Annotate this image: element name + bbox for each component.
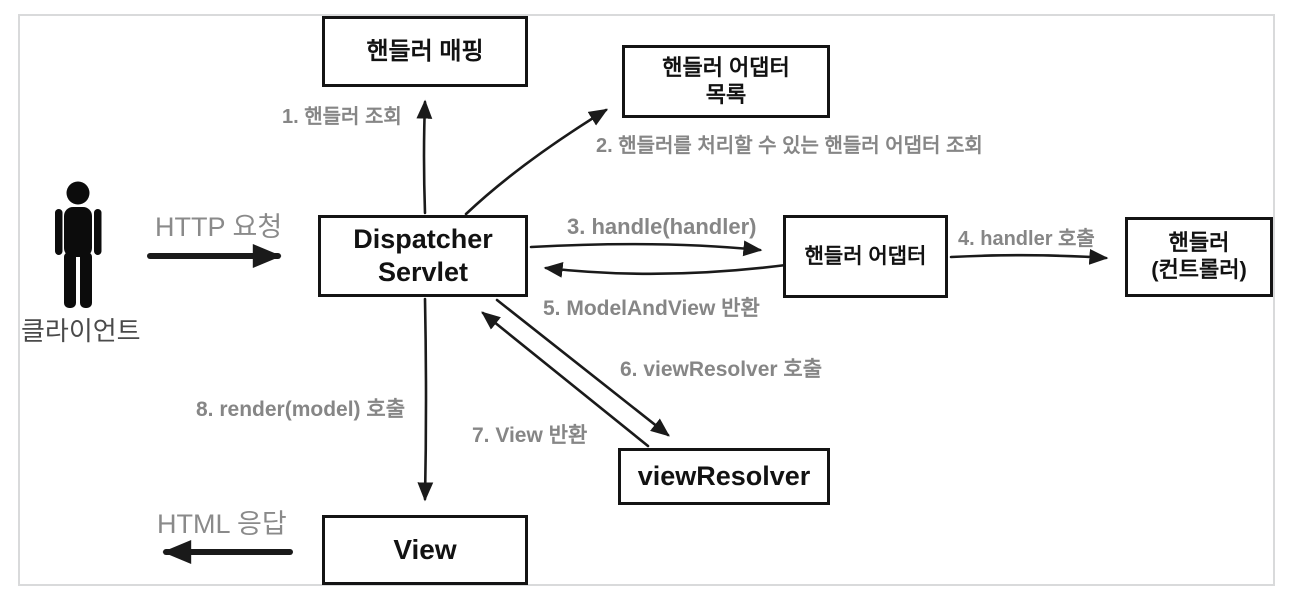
client-person-icon	[55, 181, 102, 308]
step4-label: 4. handler 호출	[958, 228, 1095, 250]
arrow-step4-handler-call	[949, 248, 1109, 265]
step1-label: 1. 핸들러 조회	[282, 106, 402, 128]
view-resolver-box: viewResolver	[618, 448, 830, 505]
arrow-step3-handle	[529, 240, 763, 257]
step7-label: 7. View 반환	[472, 424, 588, 447]
handler-adapter-list-label-line2: 목록	[705, 81, 747, 107]
arrow-step2-adapter-lookup	[464, 108, 609, 216]
arrow-step8-render-call	[417, 297, 434, 502]
step2-label: 2. 핸들러를 처리할 수 있는 핸들러 어댑터 조회	[596, 135, 983, 157]
step6-label: 6. viewResolver 호출	[620, 358, 823, 381]
handler-mapping-label: 핸들러 매핑	[366, 37, 484, 65]
handler-mapping-box: 핸들러 매핑	[322, 16, 528, 87]
step5-label: 5. ModelAndView 반환	[543, 297, 760, 320]
arrow-step7-view-return	[481, 311, 650, 448]
step3-label: 3. handle(handler)	[567, 214, 757, 239]
http-request-label: HTTP 요청	[155, 212, 283, 242]
handler-controller-box: 핸들러 (컨트롤러)	[1125, 217, 1273, 297]
arrow-step1-handler-lookup	[416, 99, 433, 215]
handler-controller-label-line2: (컨트롤러)	[1151, 257, 1247, 282]
arrow-step6-viewresolver-call	[495, 298, 670, 437]
view-resolver-label: viewResolver	[637, 461, 811, 492]
handler-adapter-box: 핸들러 어댑터	[783, 215, 948, 298]
step8-label: 8. render(model) 호출	[196, 398, 406, 421]
handler-adapter-list-label-line1: 핸들러 어댑터	[662, 54, 790, 80]
dispatcher-servlet-box: Dispatcher Servlet	[318, 215, 528, 297]
html-response-label: HTML 응답	[157, 509, 287, 539]
handler-adapter-label: 핸들러 어댑터	[804, 244, 927, 268]
handler-adapter-list-box: 핸들러 어댑터 목록	[622, 45, 830, 118]
dispatcher-servlet-label-line2: Servlet	[377, 257, 469, 287]
view-label: View	[393, 533, 457, 565]
handler-controller-label-line1: 핸들러	[1168, 230, 1230, 256]
arrow-step5-modelandview-return	[543, 262, 788, 278]
client-label: 클라이언트	[21, 316, 141, 346]
dispatcher-servlet-label-line1: Dispatcher	[353, 224, 493, 255]
view-box: View	[322, 515, 528, 585]
